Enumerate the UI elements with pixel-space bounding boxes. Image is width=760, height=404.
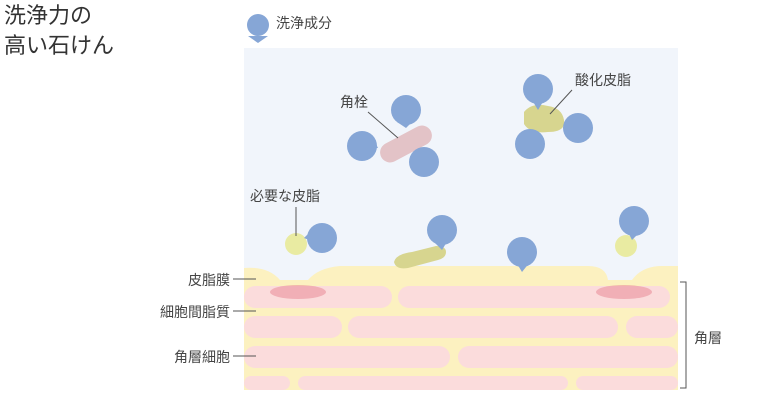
label-corneocyte: 角層細胞 bbox=[174, 350, 230, 366]
damage-spot bbox=[596, 285, 652, 299]
sebum-film bbox=[244, 266, 678, 290]
legend-label: 洗浄成分 bbox=[276, 16, 332, 32]
corneocyte-cell bbox=[244, 346, 450, 368]
cleanser-droplet bbox=[515, 129, 545, 159]
corneocyte-cell bbox=[244, 376, 290, 390]
leader-line-plug bbox=[367, 111, 399, 139]
leader-lines bbox=[233, 89, 687, 389]
pore-plug bbox=[380, 125, 432, 163]
corneocyte-cell bbox=[576, 376, 678, 390]
corneocyte-cell bbox=[298, 376, 568, 390]
label-intercellular-lipid: 細胞間脂質 bbox=[160, 305, 230, 321]
cleanser-molecules bbox=[304, 74, 649, 272]
leader-line-oxidized bbox=[549, 89, 573, 115]
label-plug: 角栓 bbox=[340, 95, 368, 111]
label-oxidized-sebum: 酸化皮脂 bbox=[575, 73, 631, 89]
cleanser-droplet bbox=[619, 206, 649, 236]
cleanser-droplet bbox=[347, 131, 377, 161]
cleanser-droplet bbox=[409, 147, 439, 177]
stratum-corneum-bracket bbox=[680, 281, 687, 389]
cleanser-droplet bbox=[523, 74, 553, 104]
corneocyte-cell bbox=[626, 316, 678, 338]
label-sebum-film: 皮脂膜 bbox=[188, 273, 230, 289]
damage-spot bbox=[270, 285, 326, 299]
cleanser-droplet bbox=[391, 95, 421, 125]
diagram-title: 洗浄力の 高い石けん bbox=[4, 2, 114, 62]
label-stratum-corneum: 角層 bbox=[694, 331, 722, 347]
cleanser-droplet bbox=[307, 223, 337, 253]
needed-sebum-blob bbox=[615, 235, 637, 257]
corneocyte-cell bbox=[244, 316, 342, 338]
removed-sebum-streak bbox=[394, 246, 446, 269]
corneocyte-cell bbox=[348, 316, 618, 338]
label-needed-sebum: 必要な皮脂 bbox=[250, 189, 320, 205]
title-line-1: 洗浄力の bbox=[4, 4, 93, 29]
corneocyte-cells bbox=[244, 286, 678, 390]
cleanser-droplet bbox=[507, 237, 537, 267]
oxidized-sebum bbox=[524, 104, 565, 133]
cleanser-droplet bbox=[563, 113, 593, 143]
title-line-2: 高い石けん bbox=[4, 34, 115, 59]
corneocyte-cell bbox=[458, 346, 678, 368]
cleanser-droplet bbox=[427, 215, 457, 245]
needed-sebum-blob bbox=[285, 233, 307, 255]
legend-droplet-icon bbox=[247, 14, 269, 43]
